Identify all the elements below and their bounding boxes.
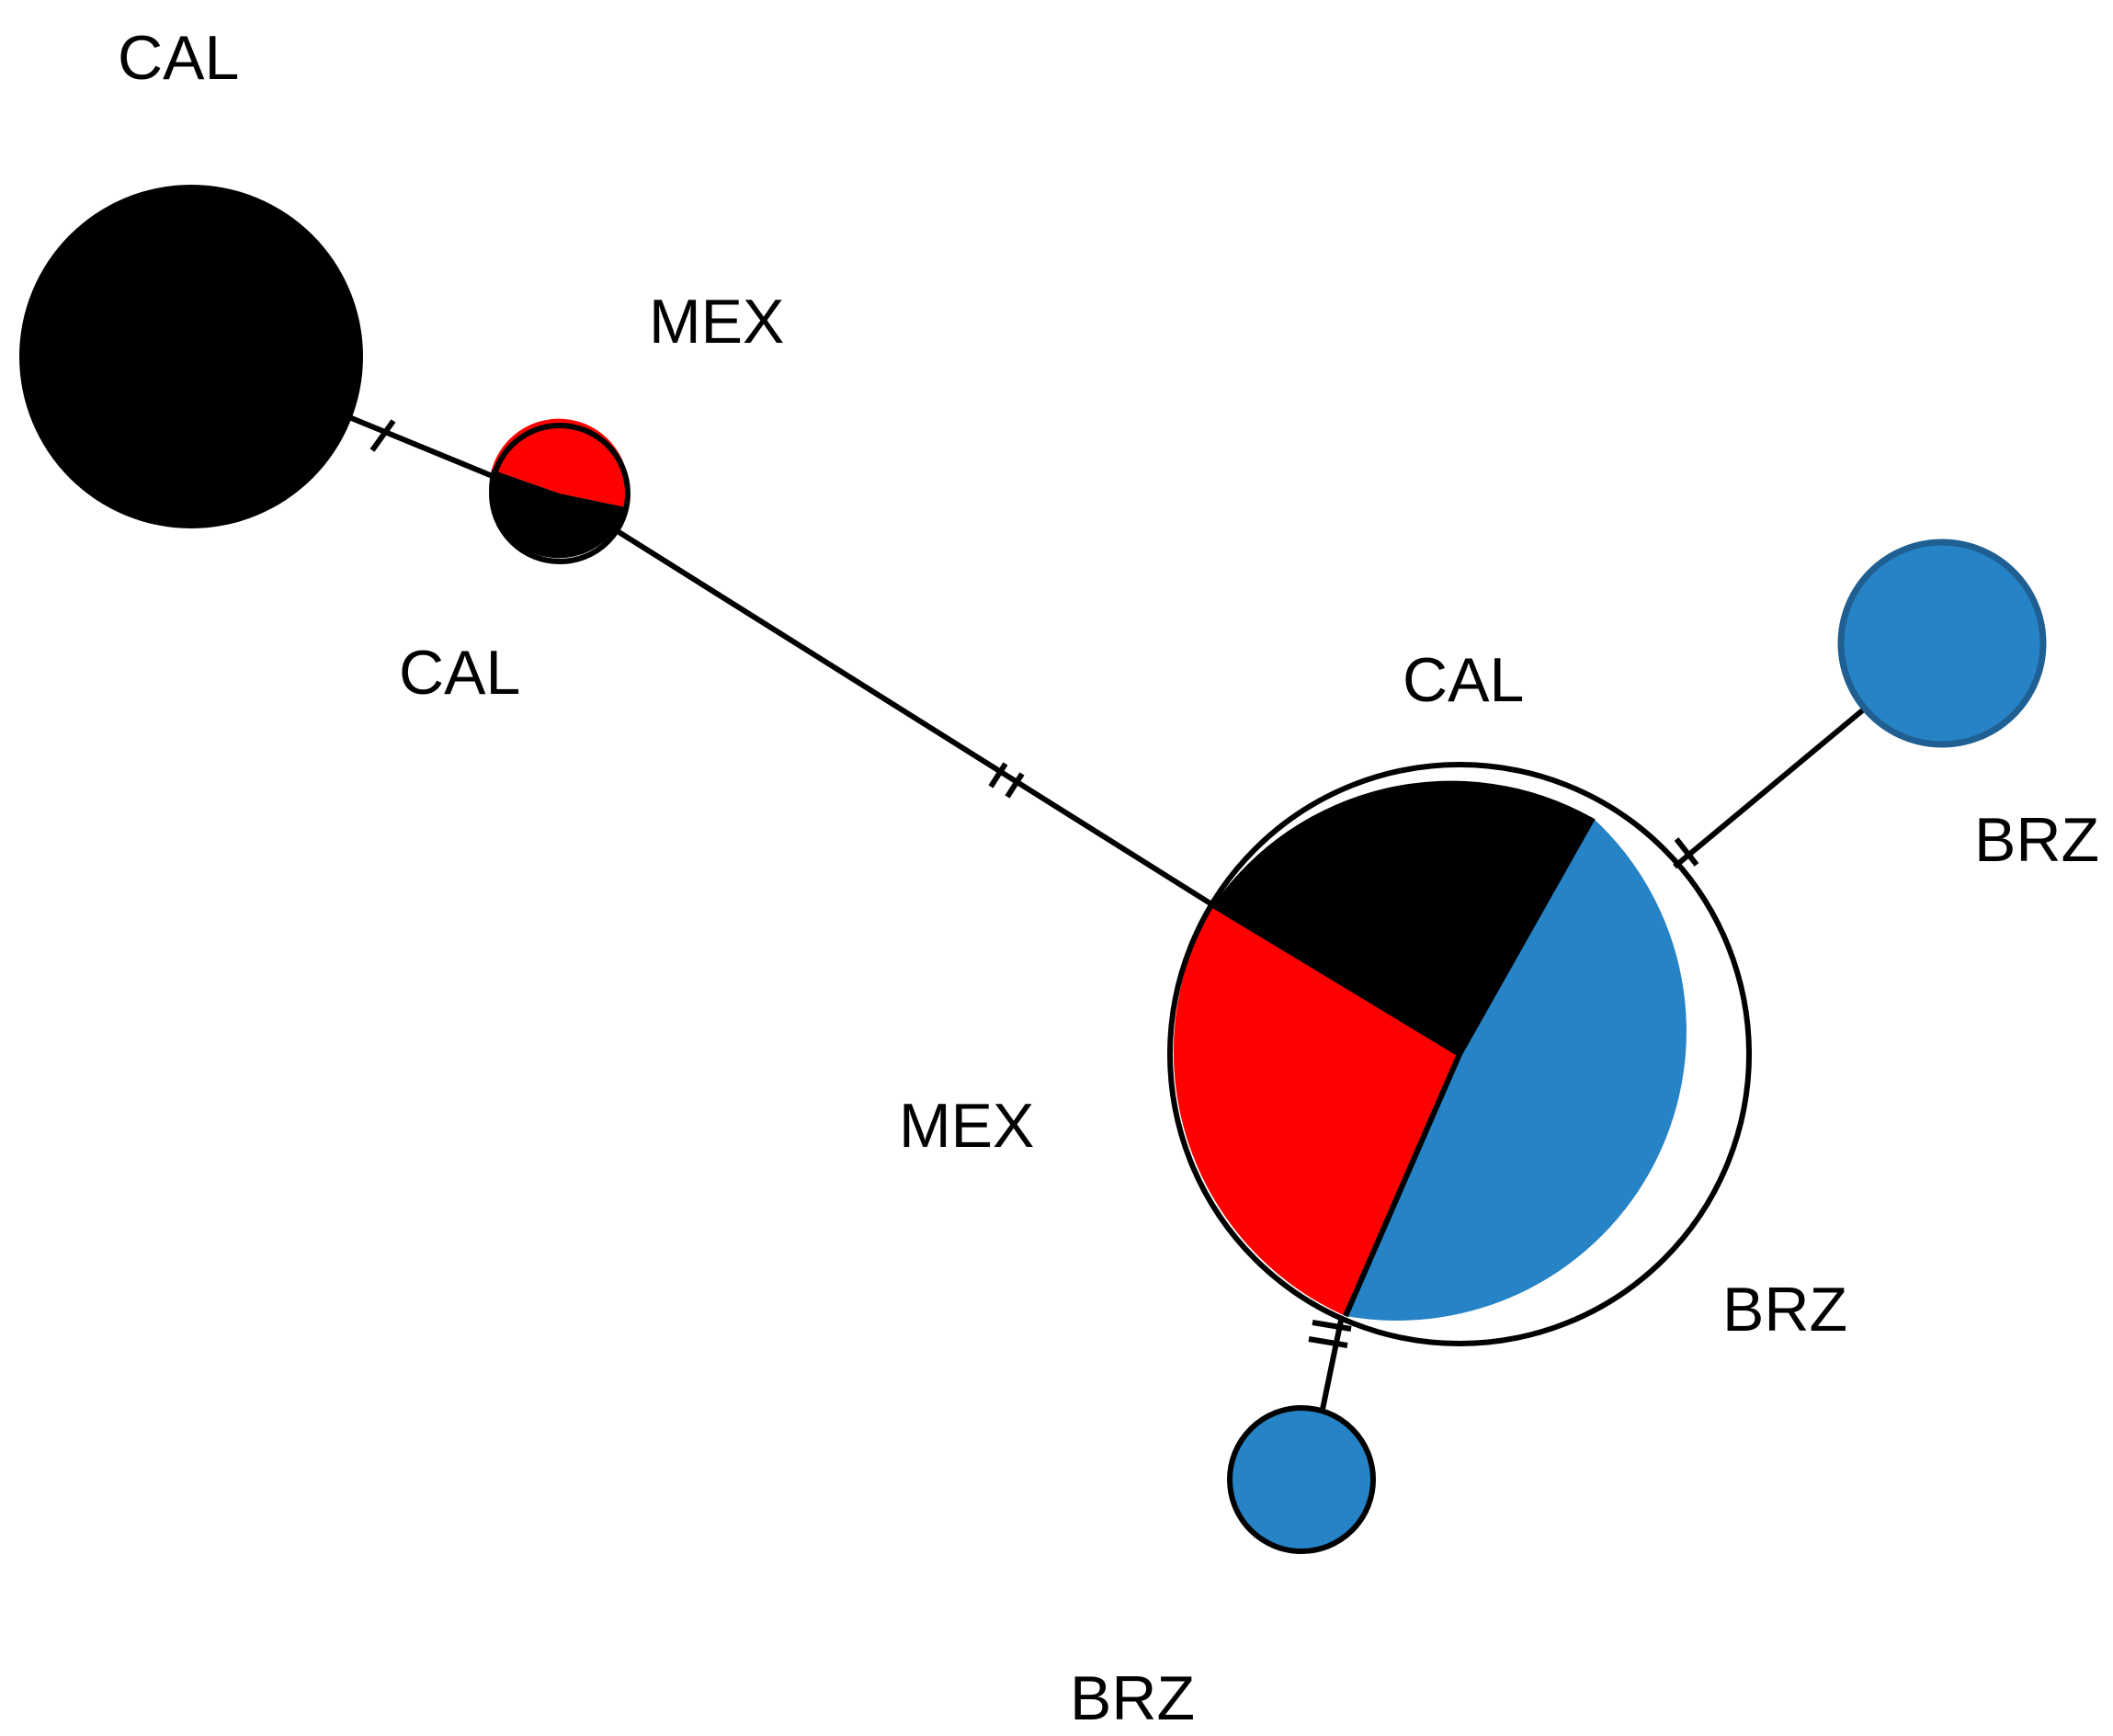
haplotype-node-brz — [1837, 539, 2047, 748]
label-mex: MEX — [649, 287, 784, 357]
pie-slice-brz — [1346, 818, 1687, 1322]
haplotype-node-cal — [19, 185, 363, 528]
label-brz: BRZ — [1974, 805, 2099, 875]
label-cal: CAL — [399, 638, 520, 708]
mutation-tick — [1674, 837, 1699, 867]
label-brz: BRZ — [1070, 1663, 1195, 1733]
link-h2-h3 — [611, 526, 1215, 908]
haplotype-node-cal-mex-brz — [1167, 762, 1752, 1346]
mutation-tick — [1308, 1336, 1348, 1348]
haplotype-node-mex-cal — [489, 418, 630, 564]
label-cal: CAL — [118, 23, 239, 93]
link-h1-h2 — [347, 414, 517, 488]
haplotype-node-brz — [1227, 1405, 1376, 1554]
label-mex: MEX — [899, 1091, 1034, 1161]
label-cal: CAL — [1403, 645, 1524, 715]
mutation-tick — [988, 762, 1008, 789]
pie-slice-mex — [492, 418, 629, 507]
label-brz: BRZ — [1722, 1275, 1847, 1345]
pie-slice-cal — [489, 470, 626, 559]
mutation-tick — [369, 419, 396, 452]
link-h3-h5 — [1317, 1315, 1345, 1424]
mutation-tick — [1005, 772, 1025, 799]
link-h3-h4 — [1673, 705, 1868, 869]
mutation-tick — [1312, 1320, 1352, 1332]
